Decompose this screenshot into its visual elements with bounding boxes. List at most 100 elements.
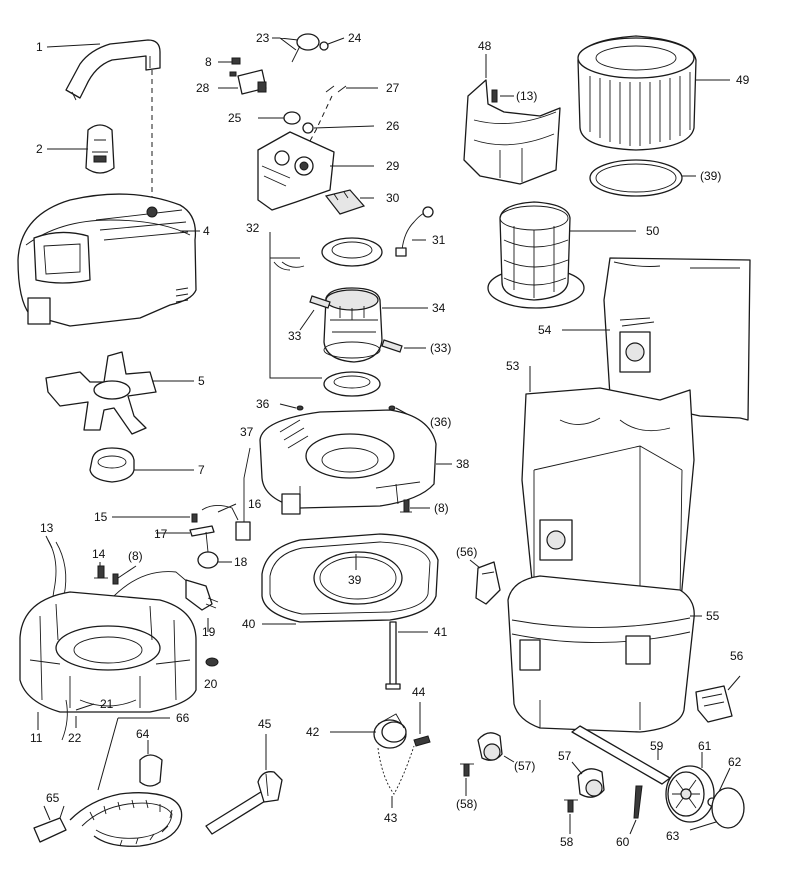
label-23: 23 bbox=[256, 31, 270, 45]
part-61-wheel bbox=[665, 765, 715, 823]
label-54: 54 bbox=[538, 323, 552, 337]
part-14-screw bbox=[94, 565, 108, 579]
part-60-screw bbox=[633, 785, 643, 819]
part-30-board bbox=[324, 189, 366, 215]
label-31: 31 bbox=[432, 233, 446, 247]
label-19: 19 bbox=[202, 625, 216, 639]
label-28: 28 bbox=[196, 81, 210, 95]
label-33: 33 bbox=[288, 329, 302, 343]
label-21: 21 bbox=[100, 697, 114, 711]
part-43-chain bbox=[377, 745, 415, 795]
part-33-brush-right bbox=[381, 339, 403, 353]
label-2: 2 bbox=[36, 142, 43, 156]
label-8-housing: (8) bbox=[434, 501, 449, 515]
part-11-base bbox=[19, 591, 197, 713]
label-60: 60 bbox=[616, 835, 630, 849]
label-16: 16 bbox=[248, 497, 262, 511]
label-5: 5 bbox=[198, 374, 205, 388]
part-16-cable bbox=[201, 505, 239, 521]
part-23-knob bbox=[291, 33, 320, 63]
label-4: 4 bbox=[203, 224, 210, 238]
part-24-o-ring bbox=[319, 41, 329, 51]
label-66: 66 bbox=[176, 711, 190, 725]
label-56b: 56 bbox=[730, 649, 744, 663]
part-8-screw-lower bbox=[112, 573, 119, 585]
part-49-cartridge-filter bbox=[577, 35, 697, 151]
label-58b: 58 bbox=[560, 835, 574, 849]
part-57-caster-front bbox=[477, 732, 503, 761]
part-42-cap bbox=[373, 713, 407, 749]
part-13-screw-right bbox=[491, 89, 498, 103]
part-45-tool bbox=[205, 771, 283, 835]
part-2-clip bbox=[85, 124, 115, 174]
label-8-top: 8 bbox=[205, 55, 212, 69]
label-11: 11 bbox=[30, 731, 43, 745]
label-59: 59 bbox=[650, 739, 664, 753]
part-39-ring-right bbox=[589, 159, 683, 197]
part-7-ring bbox=[89, 447, 135, 483]
label-53: 53 bbox=[506, 359, 520, 373]
label-57b: 57 bbox=[558, 749, 572, 763]
label-18: 18 bbox=[234, 555, 248, 569]
label-43: 43 bbox=[384, 811, 398, 825]
label-26: 26 bbox=[386, 119, 400, 133]
part-29-control-panel bbox=[257, 131, 335, 211]
label-13b: (13) bbox=[516, 89, 537, 103]
part-56-latch-left bbox=[475, 561, 501, 605]
label-24: 24 bbox=[348, 31, 362, 45]
part-50-filter-cage bbox=[487, 201, 585, 309]
label-13: 13 bbox=[40, 521, 54, 535]
label-39b: (39) bbox=[700, 169, 721, 183]
label-57a: (57) bbox=[514, 759, 535, 773]
label-41: 41 bbox=[434, 625, 448, 639]
label-50: 50 bbox=[646, 224, 660, 238]
label-20: 20 bbox=[204, 677, 218, 691]
label-17: 17 bbox=[154, 527, 168, 541]
part-41-rod bbox=[385, 621, 401, 690]
part-56-latch-right bbox=[695, 685, 733, 723]
part-motor-seal-top bbox=[321, 237, 383, 267]
label-25: 25 bbox=[228, 111, 242, 125]
part-36-grommet bbox=[296, 405, 396, 411]
part-18-capacitor bbox=[197, 531, 219, 569]
part-63-hubcap bbox=[711, 787, 745, 829]
label-30: 30 bbox=[386, 191, 400, 205]
label-8-base: (8) bbox=[128, 549, 143, 563]
label-37: 37 bbox=[240, 425, 254, 439]
part-48-deflector bbox=[463, 79, 561, 185]
part-5-baffle bbox=[45, 351, 157, 435]
part-25-knob bbox=[283, 111, 301, 125]
part-motor-seal-bottom bbox=[323, 371, 381, 397]
label-44: 44 bbox=[412, 685, 426, 699]
part-28-switch bbox=[229, 69, 267, 95]
label-64: 64 bbox=[136, 727, 150, 741]
label-1: 1 bbox=[36, 40, 43, 54]
label-58a: (58) bbox=[456, 797, 477, 811]
label-33b: (33) bbox=[430, 341, 451, 355]
part-38-motor-housing bbox=[259, 409, 437, 515]
part-58-screw-rear bbox=[564, 799, 578, 813]
label-49: 49 bbox=[736, 73, 750, 87]
label-36b: (36) bbox=[430, 415, 451, 429]
label-55: 55 bbox=[706, 609, 720, 623]
part-39-seal-ring bbox=[313, 551, 403, 605]
label-15: 15 bbox=[94, 510, 108, 524]
label-34: 34 bbox=[432, 301, 446, 315]
label-61: 61 bbox=[698, 739, 712, 753]
label-63: 63 bbox=[666, 829, 680, 843]
part-19-cable bbox=[109, 571, 219, 611]
label-65: 65 bbox=[46, 791, 60, 805]
part-44-chain-pin bbox=[413, 735, 431, 747]
label-42: 42 bbox=[306, 725, 320, 739]
label-36: 36 bbox=[256, 397, 270, 411]
part-20-ring bbox=[205, 657, 219, 667]
part-8-screw-housing bbox=[400, 499, 412, 513]
part-57-caster-rear bbox=[577, 768, 605, 798]
part-26-o-ring bbox=[302, 122, 314, 134]
part-58-screw-front bbox=[460, 763, 474, 777]
label-7: 7 bbox=[198, 463, 205, 477]
part-33-brush-left bbox=[309, 295, 331, 309]
label-27: 27 bbox=[386, 81, 400, 95]
part-54-paper-bag bbox=[603, 257, 751, 421]
